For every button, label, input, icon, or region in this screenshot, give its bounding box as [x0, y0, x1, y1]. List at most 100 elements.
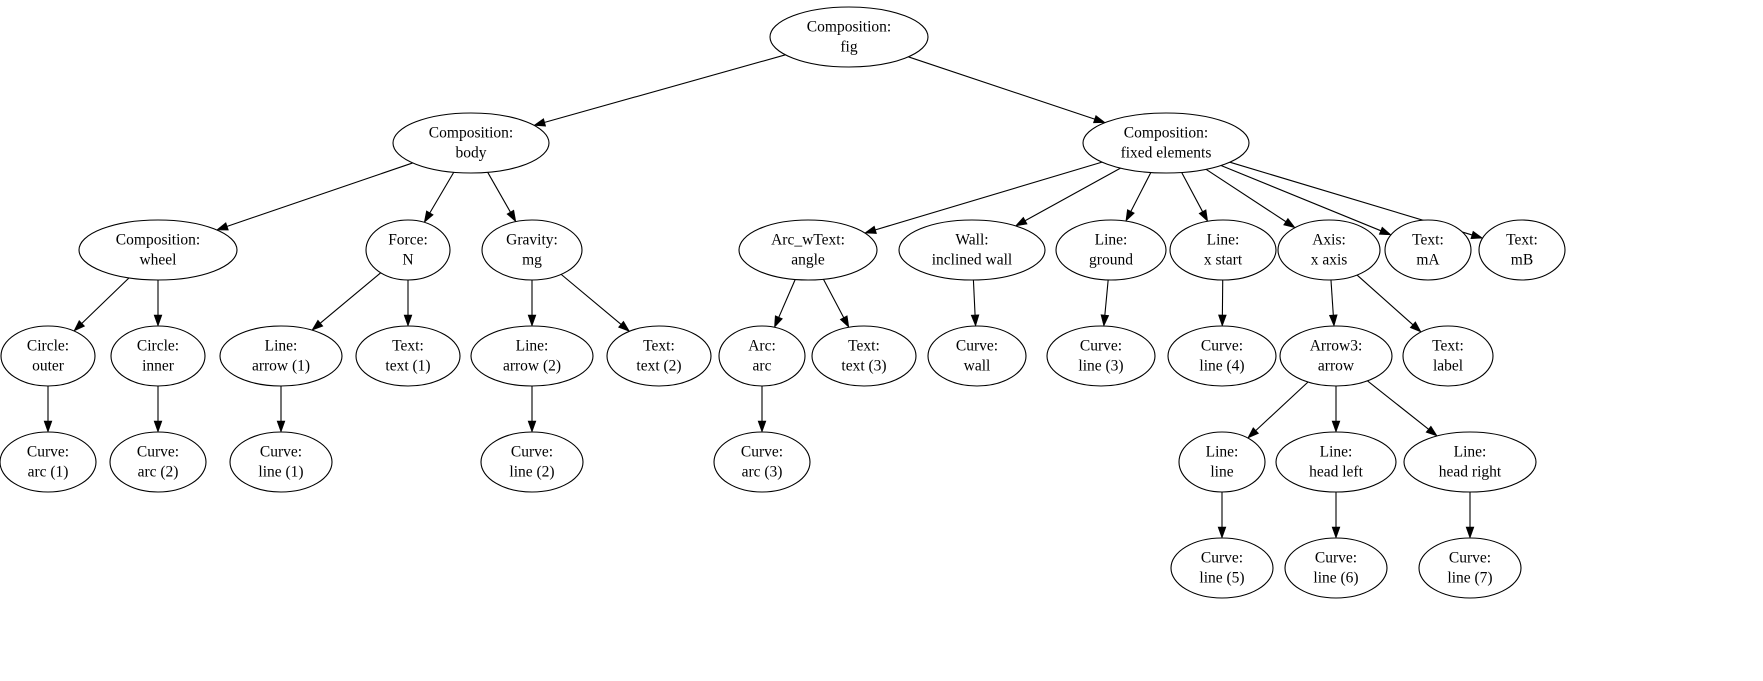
node-xstart[interactable]: Line:x start	[1169, 219, 1277, 281]
node-arrow3arrow[interactable]: Arrow3:arrow	[1279, 325, 1393, 387]
node-arcarc[interactable]: Arc:arc	[718, 325, 806, 387]
node-curveline6[interactable]: Curve:line (6)	[1284, 537, 1388, 599]
node-ellipse[interactable]	[898, 219, 1046, 281]
node-ellipse[interactable]	[1403, 431, 1537, 493]
node-curveline5[interactable]: Curve:line (5)	[1170, 537, 1274, 599]
edge-forceN-to-texttext1	[403, 280, 413, 327]
node-label-name: ground	[1089, 252, 1133, 269]
node-ellipse[interactable]	[78, 219, 238, 281]
node-label-type: Text:	[392, 338, 424, 355]
node-ellipse[interactable]	[109, 431, 207, 493]
node-curveline3[interactable]: Curve:line (3)	[1046, 325, 1156, 387]
node-label-name: text (2)	[636, 358, 681, 375]
node-curveline2[interactable]: Curve:line (2)	[480, 431, 584, 493]
node-ellipse[interactable]	[1277, 219, 1381, 281]
node-fig[interactable]: Composition:fig	[769, 6, 929, 68]
node-textmB[interactable]: Text:mB	[1478, 219, 1566, 281]
node-wheel[interactable]: Composition:wheel	[78, 219, 238, 281]
node-linearrow2[interactable]: Line:arrow (2)	[470, 325, 594, 387]
node-ellipse[interactable]	[0, 325, 96, 387]
node-ellipse[interactable]	[811, 325, 917, 387]
node-ellipse[interactable]	[718, 325, 806, 387]
edge-arrow3arrow-to-lineheadright	[1367, 380, 1438, 437]
node-wall[interactable]: Wall:inclined wall	[898, 219, 1046, 281]
node-lineheadright[interactable]: Line:head right	[1403, 431, 1537, 493]
node-curvearc2[interactable]: Curve:arc (2)	[109, 431, 207, 493]
node-label-name: inner	[142, 358, 175, 375]
node-ellipse[interactable]	[1478, 219, 1566, 281]
node-label-name: body	[456, 145, 487, 162]
node-ellipse[interactable]	[480, 431, 584, 493]
edge-line	[1356, 274, 1414, 326]
node-ellipse[interactable]	[769, 6, 929, 68]
node-ellipse[interactable]	[110, 325, 206, 387]
node-circleouter[interactable]: Circle:outer	[0, 325, 96, 387]
node-label-type: Line:	[1454, 444, 1487, 461]
node-linearrow1[interactable]: Line:arrow (1)	[219, 325, 343, 387]
node-curvewall[interactable]: Curve: wall	[927, 325, 1027, 387]
node-angle[interactable]: Arc_wText:angle	[738, 219, 878, 281]
node-ellipse[interactable]	[219, 325, 343, 387]
node-curveline1[interactable]: Curve:line (1)	[229, 431, 333, 493]
node-texttext3[interactable]: Text:text (3)	[811, 325, 917, 387]
node-gravitymg[interactable]: Gravity:mg	[481, 219, 583, 281]
edge-line	[908, 56, 1095, 120]
node-ellipse[interactable]	[355, 325, 461, 387]
node-label-type: Arrow3:	[1310, 338, 1363, 355]
node-texttext1[interactable]: Text:text (1)	[355, 325, 461, 387]
node-ellipse[interactable]	[1275, 431, 1397, 493]
node-ellipse[interactable]	[1402, 325, 1494, 387]
node-ellipse[interactable]	[1418, 537, 1522, 599]
node-ellipse[interactable]	[1170, 537, 1274, 599]
node-ellipse[interactable]	[713, 431, 811, 493]
node-curveline7[interactable]: Curve:line (7)	[1418, 537, 1522, 599]
node-ellipse[interactable]	[1279, 325, 1393, 387]
node-curveline4[interactable]: Curve:line (4)	[1167, 325, 1277, 387]
node-textmA[interactable]: Text:mA	[1384, 219, 1472, 281]
node-ellipse[interactable]	[1055, 219, 1167, 281]
node-ellipse[interactable]	[1167, 325, 1277, 387]
node-ellipse[interactable]	[1384, 219, 1472, 281]
node-ground[interactable]: Line: ground	[1055, 219, 1167, 281]
arrowhead-icon	[311, 319, 324, 331]
node-ellipse[interactable]	[1082, 112, 1250, 174]
edge-xstart-to-curveline4	[1218, 279, 1227, 327]
node-curvearc1[interactable]: Curve:arc (1)	[0, 431, 97, 493]
node-ellipse[interactable]	[470, 325, 594, 387]
node-body[interactable]: Composition: body	[392, 112, 550, 174]
node-label-type: Curve:	[956, 338, 998, 355]
node-ellipse[interactable]	[481, 219, 583, 281]
node-forceN[interactable]: Force:N	[365, 219, 451, 281]
node-ellipse[interactable]	[365, 219, 451, 281]
node-xaxis[interactable]: Axis:x axis	[1277, 219, 1381, 281]
edge-lineheadright-to-curveline7	[1465, 492, 1475, 539]
node-ellipse[interactable]	[606, 325, 712, 387]
node-ellipse[interactable]	[229, 431, 333, 493]
node-lineline[interactable]: Line:line	[1178, 431, 1266, 493]
node-label-type: Line:	[1095, 232, 1128, 249]
node-ellipse[interactable]	[1284, 537, 1388, 599]
node-label-type: Composition:	[429, 125, 513, 142]
node-ellipse[interactable]	[1046, 325, 1156, 387]
node-lineheadleft[interactable]: Line:head left	[1275, 431, 1397, 493]
node-label-type: Line:	[1207, 232, 1240, 249]
node-textlabel[interactable]: Text:label	[1402, 325, 1494, 387]
node-texttext2[interactable]: Text:text (2)	[606, 325, 712, 387]
node-label-name: wall	[964, 358, 991, 375]
node-fixed[interactable]: Composition:fixed elements	[1082, 112, 1250, 174]
node-ellipse[interactable]	[927, 325, 1027, 387]
arrowhead-icon	[774, 315, 783, 329]
node-ellipse[interactable]	[1169, 219, 1277, 281]
edge-line	[560, 273, 622, 325]
node-ellipse[interactable]	[738, 219, 878, 281]
node-curvearc3[interactable]: Curve:arc (3)	[713, 431, 811, 493]
node-ellipse[interactable]	[0, 431, 97, 493]
node-ellipse[interactable]	[392, 112, 550, 174]
node-label-name: x axis	[1311, 252, 1348, 269]
node-ellipse[interactable]	[1178, 431, 1266, 493]
arrowhead-icon	[1217, 526, 1227, 539]
edge-angle-to-arcarc	[774, 279, 796, 329]
node-circleinner[interactable]: Circle:inner	[110, 325, 206, 387]
node-label-name: line (1)	[258, 464, 303, 481]
